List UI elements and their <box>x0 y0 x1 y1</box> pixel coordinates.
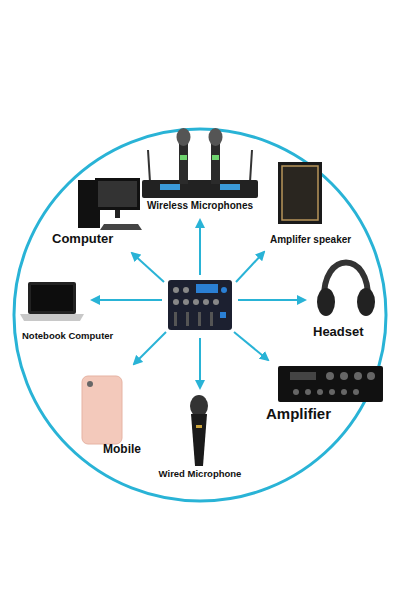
device-label: Wireless Microphones <box>147 200 253 212</box>
desktop-computer <box>78 178 142 230</box>
device-label: Mobile <box>103 443 141 457</box>
mobile-phone <box>82 376 122 444</box>
device-label: Computer <box>52 232 113 247</box>
wired-mic <box>190 395 208 466</box>
laptop <box>20 282 84 321</box>
speaker <box>278 162 322 224</box>
arrows <box>92 220 305 388</box>
device-label: Amplifer speaker <box>270 234 351 246</box>
mixer <box>168 280 232 330</box>
wireless-mics <box>142 128 258 198</box>
device-label: Amplifier <box>266 405 331 422</box>
headset <box>317 263 375 317</box>
device-label: Headset <box>313 325 364 340</box>
device-label: Notebook Computer <box>22 331 113 342</box>
amplifier <box>278 366 383 402</box>
device-label: Wired Microphone <box>159 469 242 480</box>
outer-circle <box>14 129 386 501</box>
